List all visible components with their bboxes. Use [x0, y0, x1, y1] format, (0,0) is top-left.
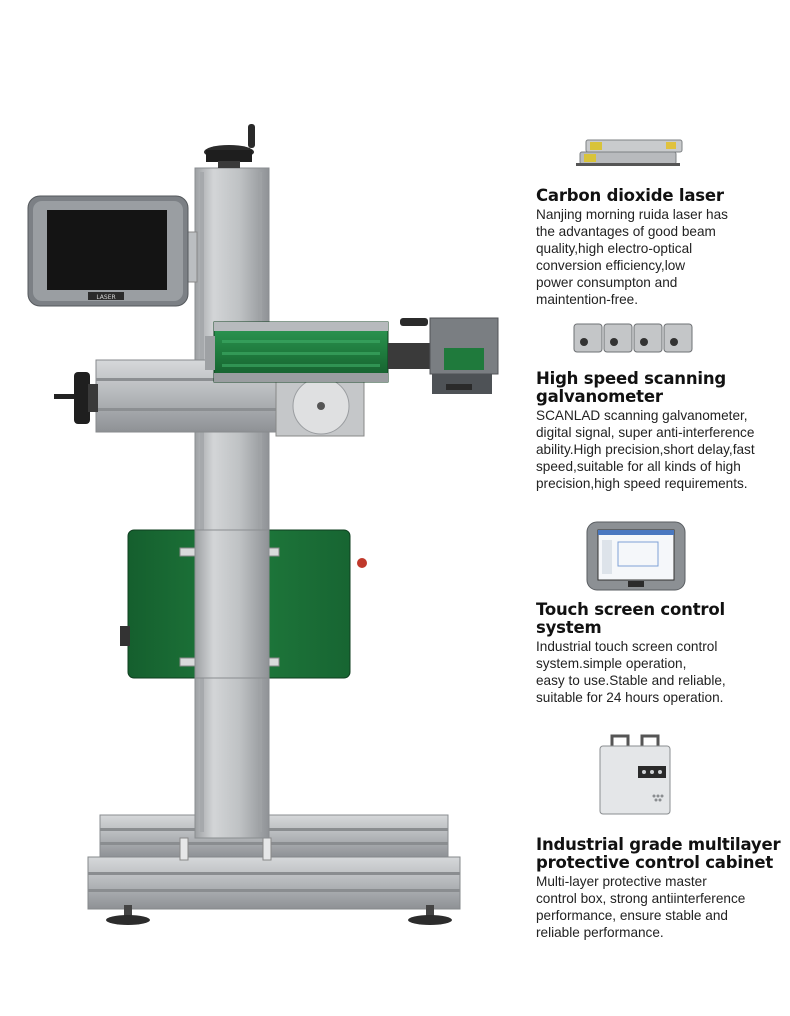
galvanometer-heads-icon	[573, 323, 693, 353]
feature-co2-laser: Carbon dioxide laser Nanjing morning rui…	[536, 187, 786, 308]
feature-description: Nanjing morning ruida laser has the adva…	[536, 207, 728, 307]
feature-description: SCANLAD scanning galvanometer, digital s…	[536, 408, 755, 491]
co2-laser-tube-icon	[576, 139, 683, 166]
touch-screen-monitor: LASER	[27, 195, 198, 307]
leveling-feet	[106, 905, 452, 925]
feature-control-cabinet: Industrial grade multilayer protective c…	[536, 836, 786, 941]
side-handwheel	[54, 372, 98, 424]
control-cabinet-icon	[599, 734, 671, 815]
height-adjust-handle	[204, 124, 255, 168]
feature-title: Industrial grade multilayer protective c…	[536, 835, 781, 872]
feature-touch-screen: Touch screen control system Industrial t…	[536, 601, 786, 706]
feature-title: Touch screen control system	[536, 600, 725, 637]
feature-description: Multi-layer protective master control bo…	[536, 874, 746, 940]
laser-marking-machine-illustration: LASER	[27, 124, 499, 925]
control-cabinet	[120, 529, 367, 679]
machine-base	[87, 814, 461, 910]
feature-title: Carbon dioxide laser	[536, 186, 724, 205]
feature-title: High speed scanning galvanometer	[536, 369, 726, 406]
monitor-badge-text: LASER	[96, 294, 115, 301]
horizontal-arm	[95, 359, 365, 437]
galvanometer-head	[388, 317, 499, 394]
feature-description: Industrial touch screen control system.s…	[536, 639, 726, 705]
touch-screen-icon	[586, 521, 686, 591]
vertical-column	[194, 167, 270, 839]
feature-scanning-galvanometer: High speed scanning galvanometer SCANLAD…	[536, 370, 786, 492]
laser-tube-housing	[205, 321, 389, 383]
